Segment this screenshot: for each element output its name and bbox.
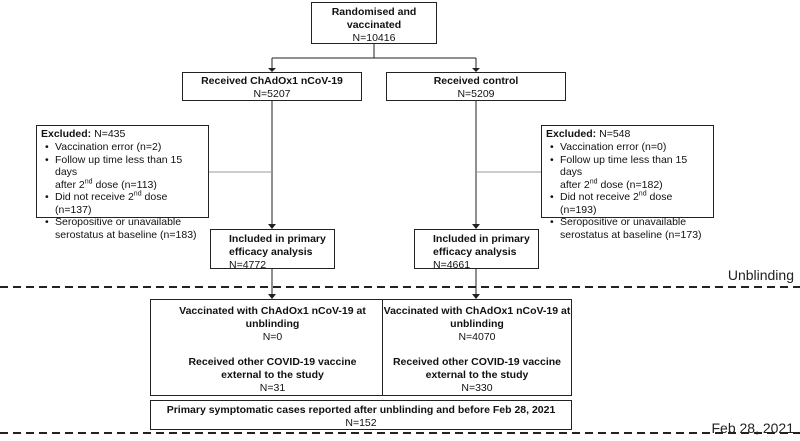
randomised-line2: vaccinated [346,19,402,31]
excluded-left-item: Did not receive 2nd dose (n=137) [45,191,204,216]
excluded-right-label: Excluded: [546,128,597,140]
arm-right-box: Received control N=5209 [386,72,566,101]
primary-right-box: Included in primary efficacy analysis N=… [414,229,539,271]
randomised-count: N=10416 [352,32,396,44]
arrowhead [472,68,480,72]
unblind-left-vacc-line1: Vaccinated with ChAdOx1 nCoV-19 at [179,305,366,317]
randomised-line1: Randomised and [331,6,417,18]
randomised-box: Randomised and vaccinated N=10416 [311,2,437,44]
arm-left-title: Received ChAdOx1 nCoV-19 [201,75,343,87]
unblind-left-other-line2: external to the study [221,369,324,381]
arrowhead [268,68,276,72]
feb28-label: Feb 28, 2021 [711,420,794,436]
unblind-right-vacc-line2: unblinding [450,318,504,330]
unblinding-label: Unblinding [727,267,794,283]
primary-right-line2: efficacy analysis [433,246,517,258]
arrowhead [268,294,276,299]
unblind-left-vacc-count: N=0 [262,331,283,343]
arm-right-count: N=5209 [457,88,495,100]
excluded-right-item: Did not receive 2nd dose (n=193) [550,191,709,216]
excluded-right-box: Excluded: N=548 Vaccination error (n=0) … [541,125,714,241]
unblind-right-other-line1: Received other COVID-19 vaccine [392,356,562,368]
excluded-right-count: N=548 [596,128,631,140]
excluded-left-box: Excluded: N=435 Vaccination error (n=2) … [36,125,209,241]
primary-left-line1: Included in primary [229,233,326,245]
arm-right-title: Received control [433,75,519,87]
primary-left-count: N=4772 [229,259,267,271]
unblind-left-other-line1: Received other COVID-19 vaccine [188,356,357,368]
excluded-left-count: N=435 [91,128,126,140]
unblind-right-vacc-line1: Vaccinated with ChAdOx1 nCoV-19 at [383,305,571,317]
excluded-left-item: Vaccination error (n=2) [45,141,204,154]
excluded-right-item: Vaccination error (n=0) [550,141,709,154]
cases-title: Primary symptomatic cases reported after… [166,404,556,416]
unblind-left-other-count: N=31 [259,382,286,394]
unblind-right-other-line2: external to the study [425,369,529,381]
unblind-left-vacc-line2: unblinding [245,318,300,330]
arrowhead [268,224,276,229]
unblind-right-vacc-count: N=4070 [458,331,496,343]
cases-box: Primary symptomatic cases reported after… [150,400,572,430]
arrowhead [472,294,480,299]
arrowhead [472,224,480,229]
arm-left-box: Received ChAdOx1 nCoV-19 N=5207 [182,72,362,101]
unblind-left-box: Vaccinated with ChAdOx1 nCoV-19 at unbli… [150,299,395,396]
unblind-right-other-count: N=330 [461,382,493,394]
excluded-left-label: Excluded: [41,128,92,140]
primary-right-count: N=4661 [433,259,471,271]
primary-left-line2: efficacy analysis [229,246,313,258]
arm-left-count: N=5207 [253,88,291,100]
cases-count: N=152 [345,417,377,429]
primary-left-box: Included in primary efficacy analysis N=… [210,229,335,271]
primary-right-line1: Included in primary [433,233,530,245]
unblind-right-box: Vaccinated with ChAdOx1 nCoV-19 at unbli… [382,299,572,396]
